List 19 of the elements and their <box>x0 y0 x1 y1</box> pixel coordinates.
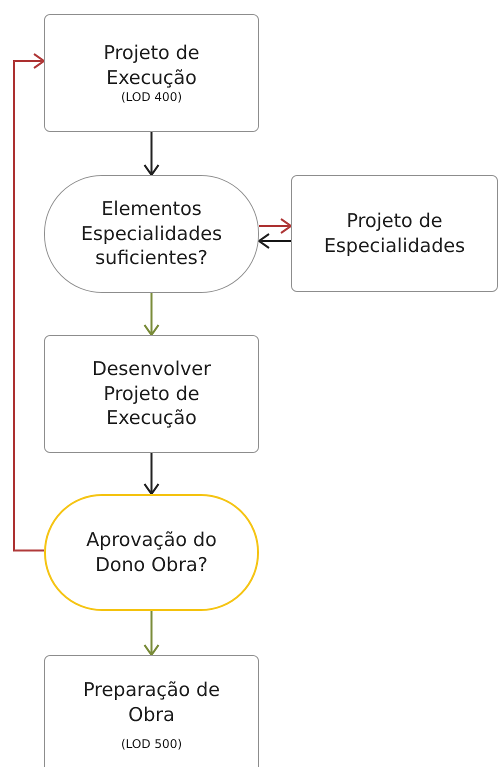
node-label: Elementos Especialidades suficientes? <box>80 196 223 272</box>
level-of-detail-note: (LOD 500) <box>120 737 184 752</box>
arrow <box>258 233 291 249</box>
node-label: Projeto de Especialidades <box>323 208 466 258</box>
process-box <box>291 175 498 292</box>
process-box <box>44 14 259 132</box>
arrow <box>13 53 45 552</box>
arrow <box>144 453 160 495</box>
level-of-detail-note: (LOD 400) <box>120 90 184 105</box>
node-label: Preparação de Obra <box>82 678 221 728</box>
node-label: Aprovação do Dono Obra? <box>85 528 218 578</box>
node-label: Projeto de Execução <box>102 41 200 90</box>
node-label: Desenvolver Projeto de Execução <box>91 356 212 432</box>
arrow <box>144 611 160 656</box>
arrow <box>144 293 160 336</box>
arrow <box>144 132 160 176</box>
arrow <box>259 218 292 234</box>
process-box <box>44 655 259 767</box>
process-box <box>44 335 259 453</box>
